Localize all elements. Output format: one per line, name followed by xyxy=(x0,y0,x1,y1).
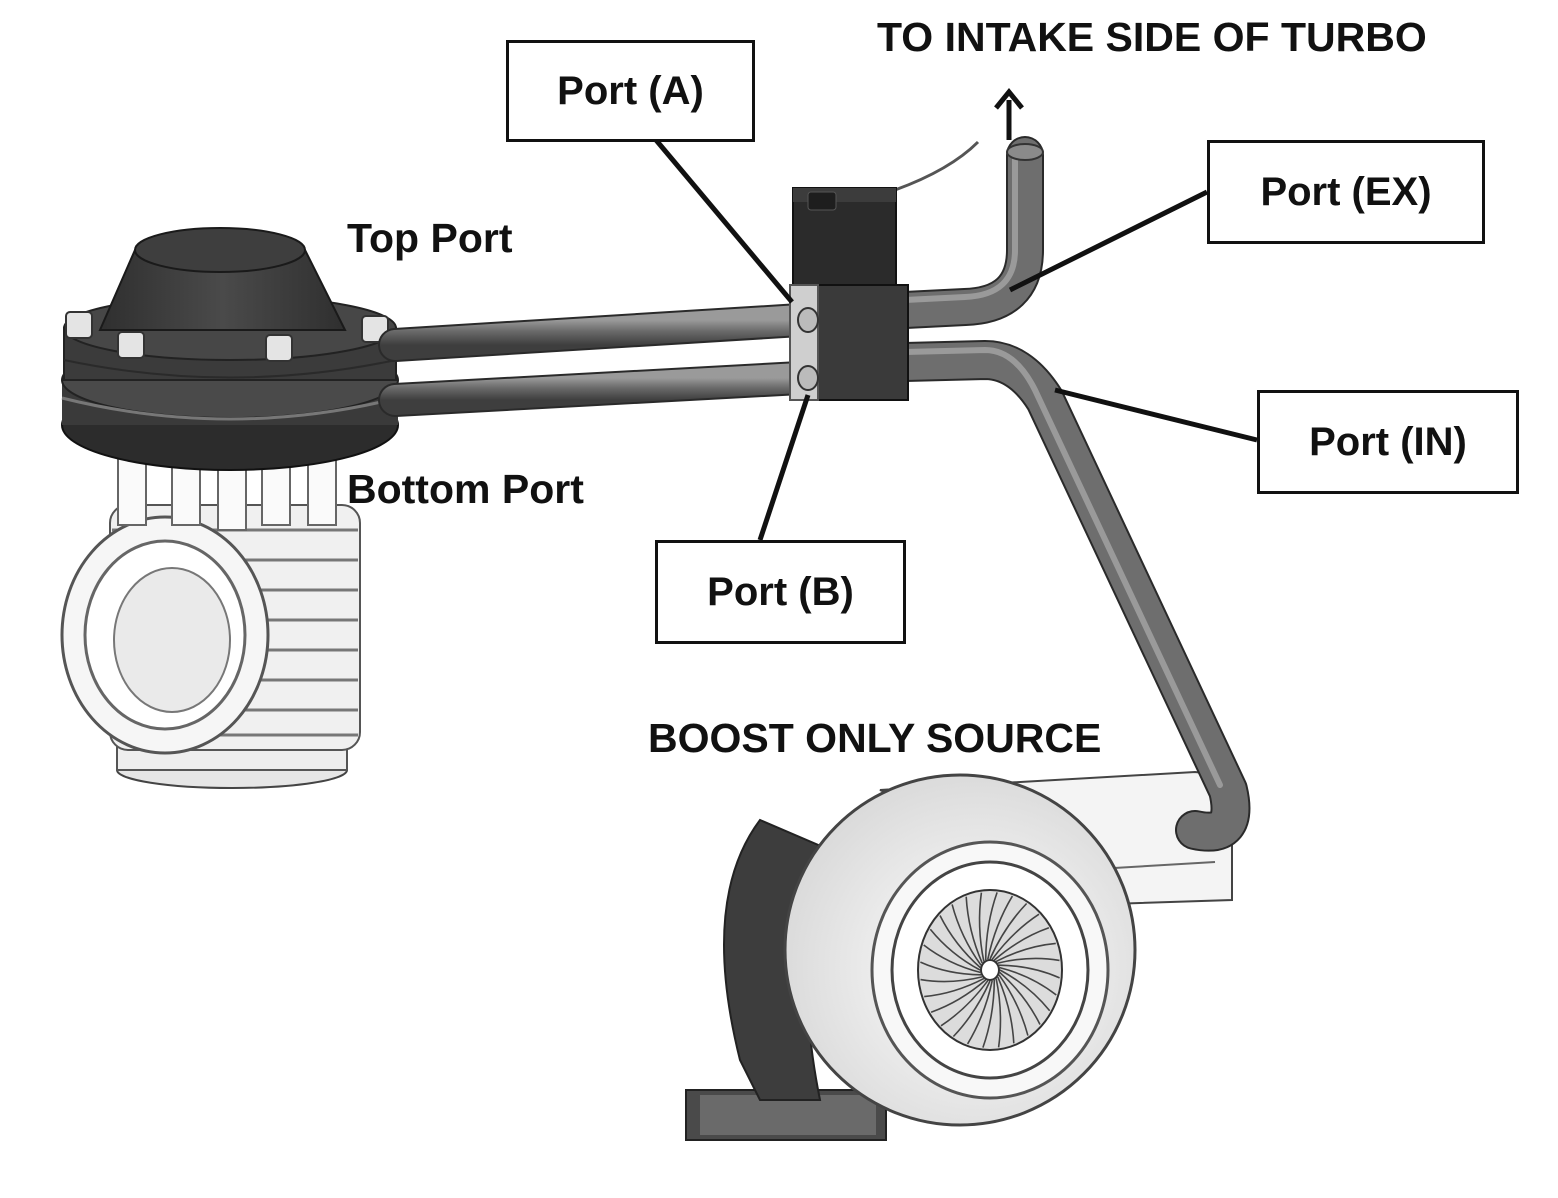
port-b-fitting xyxy=(797,365,819,391)
leader-port-b xyxy=(757,394,811,541)
wastegate xyxy=(60,227,399,789)
hose-port-ex-to-intake xyxy=(886,136,1044,329)
compressor-blade xyxy=(995,978,1002,1048)
top-port-label: Top Port xyxy=(347,215,513,261)
compressor-blade xyxy=(951,904,982,966)
hose-top-port-to-port-a xyxy=(378,303,817,362)
compressor-blade xyxy=(993,927,1050,961)
compressor-blade xyxy=(989,902,1028,960)
port-in-label: Port (IN) xyxy=(1309,419,1467,464)
compressor-blade xyxy=(999,966,1057,996)
compressor-blade xyxy=(940,980,989,1027)
compressor-blade xyxy=(966,980,993,1045)
compressor-blade xyxy=(999,971,1041,1025)
compressor-blade xyxy=(991,913,1040,960)
compressor-blade xyxy=(930,979,987,1013)
vacuum-hoses xyxy=(378,136,1251,852)
compressor-blade xyxy=(982,979,996,1048)
wastegate-cap xyxy=(98,227,347,331)
turbocharger xyxy=(685,770,1233,1141)
compressor-blade xyxy=(999,969,1051,1012)
compressor-blade xyxy=(929,928,981,971)
port-in-callout: Port (IN) xyxy=(1257,390,1519,494)
compressor-blade xyxy=(995,942,1056,963)
compressor-blade xyxy=(920,976,983,983)
leader-port-in xyxy=(1054,387,1258,443)
compressor-blade xyxy=(984,892,998,961)
bottom-port-label: Bottom Port xyxy=(347,466,584,512)
compressor-wheel xyxy=(917,889,1063,1051)
compressor-blade xyxy=(952,980,991,1038)
compressor-blade xyxy=(998,974,1029,1036)
to-intake-label: TO INTAKE SIDE OF TURBO xyxy=(877,14,1427,60)
compressor-blade xyxy=(987,895,1014,960)
port-b-callout: Port (B) xyxy=(655,540,906,644)
compressor-blade xyxy=(978,892,985,962)
solenoid-wire xyxy=(894,140,980,192)
compressor-blade xyxy=(997,976,1015,1044)
hose-bottom-port-to-port-b xyxy=(378,361,817,417)
boost-source-label: BOOST ONLY SOURCE xyxy=(648,715,1102,761)
port-a-fitting xyxy=(797,307,819,333)
up-arrow-icon xyxy=(994,88,1024,140)
compressor-blade xyxy=(965,896,983,964)
port-b-label: Port (B) xyxy=(707,569,854,614)
leader-port-a xyxy=(654,138,794,304)
boost-control-solenoid xyxy=(789,140,980,401)
port-a-label: Port (A) xyxy=(557,68,704,113)
port-ex-callout: Port (EX) xyxy=(1207,140,1485,244)
port-a-callout: Port (A) xyxy=(506,40,755,142)
compressor-blade xyxy=(997,957,1060,964)
compressor-blade xyxy=(923,944,981,974)
compressor-blade xyxy=(924,977,985,998)
port-ex-label: Port (EX) xyxy=(1260,169,1432,214)
compressor-blade xyxy=(998,964,1060,979)
leader-lines xyxy=(654,138,1258,541)
wastegate-outlet xyxy=(60,515,270,755)
leader-port-ex xyxy=(1008,189,1209,293)
compressor-blade xyxy=(939,915,981,969)
hose-port-in-to-boost-source xyxy=(885,340,1251,852)
compressor-blade xyxy=(920,961,982,976)
